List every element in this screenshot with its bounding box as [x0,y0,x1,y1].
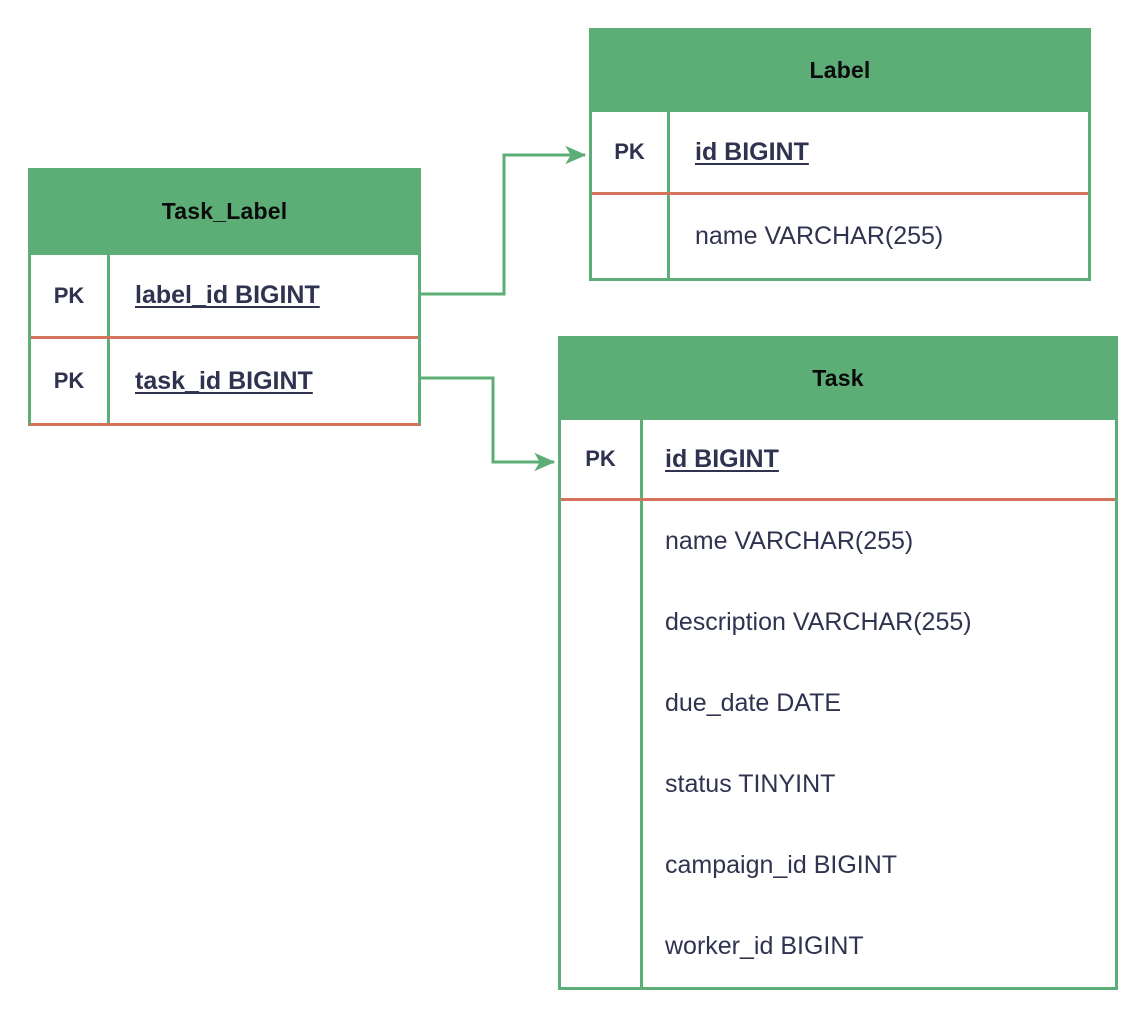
attribute-key-badge: PK [31,255,110,336]
attribute-key-badge: PK [561,420,643,498]
attribute-row-id[interactable]: PK id BIGINT [592,112,1088,195]
entity-title-text: Label [809,56,871,83]
attribute-name: name VARCHAR(255) [695,222,944,250]
connector-task-label-to-label [421,145,587,296]
attribute-key-badge [561,906,643,987]
attribute-row-description[interactable]: description VARCHAR(255) [561,582,1115,663]
attribute-name: label_id BIGINT [135,281,320,309]
attribute-row-campaign-id[interactable]: campaign_id BIGINT [561,825,1115,906]
attribute-row-id[interactable]: PK id BIGINT [561,420,1115,501]
attribute-name: task_id BIGINT [135,366,313,395]
entity-task-title: Task [558,336,1118,420]
entity-label[interactable]: Label PK id BIGINT name VARCHAR(255) [589,28,1091,281]
entity-task-label-title: Task_Label [28,168,421,255]
entity-task-label-body: PK label_id BIGINT PK task_id BIGINT [28,255,421,426]
attribute-key-badge [561,825,643,906]
entity-label-body: PK id BIGINT name VARCHAR(255) [589,112,1091,281]
attribute-row-status[interactable]: status TINYINT [561,744,1115,825]
attribute-name: id BIGINT [695,137,809,166]
attribute-key-badge: PK [31,339,110,423]
attribute-name: campaign_id BIGINT [665,851,898,879]
attribute-key-badge [561,501,643,582]
entity-task[interactable]: Task PK id BIGINT name VARCHAR(255) desc… [558,336,1118,990]
entity-task-label[interactable]: Task_Label PK label_id BIGINT PK task_id… [28,168,421,426]
attribute-row-name[interactable]: name VARCHAR(255) [561,501,1115,582]
entity-title-text: Task_Label [161,198,288,224]
attribute-name: id BIGINT [665,444,779,473]
attribute-row-worker-id[interactable]: worker_id BIGINT [561,906,1115,987]
attribute-key-badge [592,195,670,278]
attribute-row-due-date[interactable]: due_date DATE [561,663,1115,744]
attribute-row-task-id[interactable]: PK task_id BIGINT [31,339,418,423]
attribute-key-badge [561,582,643,663]
entity-label-title: Label [589,28,1091,112]
attribute-name: description VARCHAR(255) [665,608,972,636]
attribute-key-badge [561,663,643,744]
entity-title-text: Task [812,364,864,391]
attribute-name: status TINYINT [665,770,836,798]
attribute-name: worker_id BIGINT [665,932,864,960]
attribute-key-badge [561,744,643,825]
entity-task-body: PK id BIGINT name VARCHAR(255) descripti… [558,420,1118,990]
attribute-name: name VARCHAR(255) [665,527,914,555]
attribute-row-name[interactable]: name VARCHAR(255) [592,195,1088,278]
attribute-key-badge: PK [592,112,670,192]
attribute-row-label-id[interactable]: PK label_id BIGINT [31,255,418,339]
connector-task-label-to-task [421,376,556,472]
attribute-name: due_date DATE [665,689,842,717]
